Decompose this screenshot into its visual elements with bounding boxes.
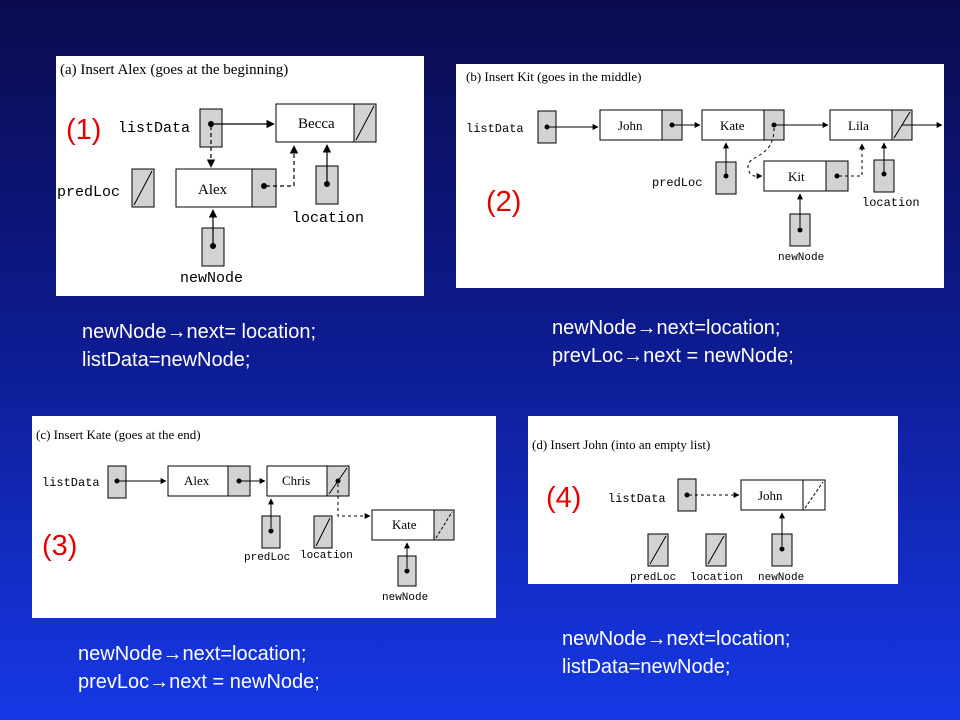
- panel-d: (d) Insert John (into an empty list) lis…: [528, 416, 898, 584]
- node-chris-label: Chris: [282, 473, 310, 488]
- code-snippet-2: newNode→next=location; prevLoc→next = ne…: [552, 314, 794, 370]
- step-4-label: (4): [546, 482, 582, 514]
- node-alex-dot: [261, 183, 267, 189]
- step-3-label: (3): [42, 530, 78, 562]
- newnode-label: newNode: [180, 270, 243, 287]
- node-kate-dot: [771, 122, 777, 128]
- code-snippet-1: newNode→next= location; listData=newNode…: [82, 318, 316, 374]
- node-alex-dot: [236, 478, 242, 484]
- code-line: newNode→next=location;: [78, 643, 307, 665]
- predloc-label: predLoc: [652, 176, 702, 190]
- arrow-icon: →: [149, 671, 170, 693]
- node-chris-dot: [335, 478, 341, 484]
- arrow-icon: →: [166, 321, 187, 343]
- kate-to-kit-arrow: [747, 127, 775, 180]
- code-line: newNode→next= location;: [82, 321, 317, 343]
- code-snippet-3: newNode→next=location; prevLoc→next = ne…: [78, 640, 320, 696]
- panel-a-diagram: (a) Insert Alex (goes at the beginning) …: [57, 62, 377, 287]
- location-label: location: [862, 196, 920, 210]
- location-label: location: [300, 550, 353, 562]
- listdata-pointer-dot: [114, 478, 120, 484]
- chris-to-kate-arrow: [337, 484, 371, 519]
- code-line: prevLoc→next = newNode;: [78, 671, 320, 693]
- code-line: newNode→next=location;: [552, 317, 781, 339]
- arrow-icon: →: [623, 345, 644, 367]
- panel-c: (c) Insert Kate (goes at the end) listDa…: [32, 416, 496, 618]
- panel-b-diagram: (b) Insert Kit (goes in the middle) list…: [466, 69, 943, 264]
- listdata-label: listData: [608, 492, 666, 506]
- listdata-label: listData: [466, 122, 524, 136]
- newnode-pointer-dot: [797, 227, 803, 233]
- node-lila-label: Lila: [848, 118, 869, 133]
- node-becca: [275, 103, 355, 143]
- predloc-pointer-dot: [268, 528, 274, 534]
- predloc-pointer-dot: [723, 173, 729, 179]
- node-john-label: John: [758, 488, 783, 503]
- listdata-label: listData: [118, 120, 190, 137]
- node-kate-label: Kate: [392, 517, 417, 532]
- null-slash: [804, 481, 824, 509]
- panel-b: (b) Insert Kit (goes in the middle) list…: [456, 64, 944, 288]
- alex-next-arrow: [266, 145, 299, 187]
- panel-a: (a) Insert Alex (goes at the beginning) …: [56, 56, 424, 296]
- panel-c-caption: (c) Insert Kate (goes at the end): [36, 427, 201, 442]
- panel-c-diagram: (c) Insert Kate (goes at the end) listDa…: [36, 427, 455, 604]
- null-slash: [355, 105, 375, 141]
- location-label: location: [690, 572, 743, 584]
- node-chris: [266, 465, 328, 497]
- predloc-label: predLoc: [57, 184, 120, 201]
- node-kate: [701, 109, 765, 141]
- step-1-label: (1): [66, 114, 102, 146]
- newnode-label: newNode: [758, 572, 804, 584]
- location-label: location: [292, 210, 364, 227]
- code-line: listData=newNode;: [562, 656, 731, 678]
- newnode-label: newNode: [778, 252, 824, 264]
- location-pointer-dot: [324, 181, 330, 187]
- code-line: newNode→next=location;: [562, 628, 791, 650]
- node-becca-label: Becca: [298, 116, 335, 132]
- panel-d-caption: (d) Insert John (into an empty list): [532, 437, 710, 452]
- node-kate-label: Kate: [720, 118, 745, 133]
- null-slash: [435, 511, 453, 539]
- panel-d-diagram: (d) Insert John (into an empty list) lis…: [532, 437, 826, 584]
- node-alex: [167, 465, 229, 497]
- node-kit-label: Kit: [788, 169, 805, 184]
- node-alex-label: Alex: [184, 473, 210, 488]
- arrow-icon: →: [636, 317, 657, 339]
- null-slash: [315, 517, 331, 547]
- kit-next-arrow: [839, 143, 865, 177]
- arrow-icon: →: [646, 628, 667, 650]
- null-slash: [649, 535, 667, 565]
- panel-a-caption: (a) Insert Alex (goes at the beginning): [60, 62, 288, 78]
- node-alex-label: Alex: [198, 182, 228, 198]
- newnode-pointer-dot: [210, 243, 216, 249]
- arrow-icon: →: [162, 643, 183, 665]
- location-pointer-dot: [881, 171, 887, 177]
- node-john-dot: [669, 122, 675, 128]
- code-snippet-4: newNode→next=location; listData=newNode;: [562, 625, 791, 681]
- step-2-label: (2): [486, 186, 522, 218]
- node-kate: [371, 509, 435, 541]
- node-john: [740, 479, 804, 511]
- node-john-label: John: [618, 118, 643, 133]
- null-slash: [707, 535, 725, 565]
- listdata-pointer-dot: [544, 124, 550, 130]
- listdata-label: listData: [42, 476, 100, 490]
- newnode-pointer-dot: [404, 568, 410, 574]
- newnode-pointer-dot: [779, 546, 785, 552]
- node-kit-dot: [834, 173, 840, 179]
- predloc-label: predLoc: [244, 552, 290, 564]
- code-line: prevLoc→next = newNode;: [552, 345, 794, 367]
- node-lila: [829, 109, 893, 141]
- node-kit: [763, 160, 827, 192]
- code-line: listData=newNode;: [82, 349, 251, 371]
- newnode-label: newNode: [382, 592, 428, 604]
- panel-b-caption: (b) Insert Kit (goes in the middle): [466, 69, 641, 84]
- null-slash: [133, 170, 153, 206]
- listdata-pointer-dot: [684, 492, 690, 498]
- predloc-label: predLoc: [630, 572, 676, 584]
- node-john: [599, 109, 663, 141]
